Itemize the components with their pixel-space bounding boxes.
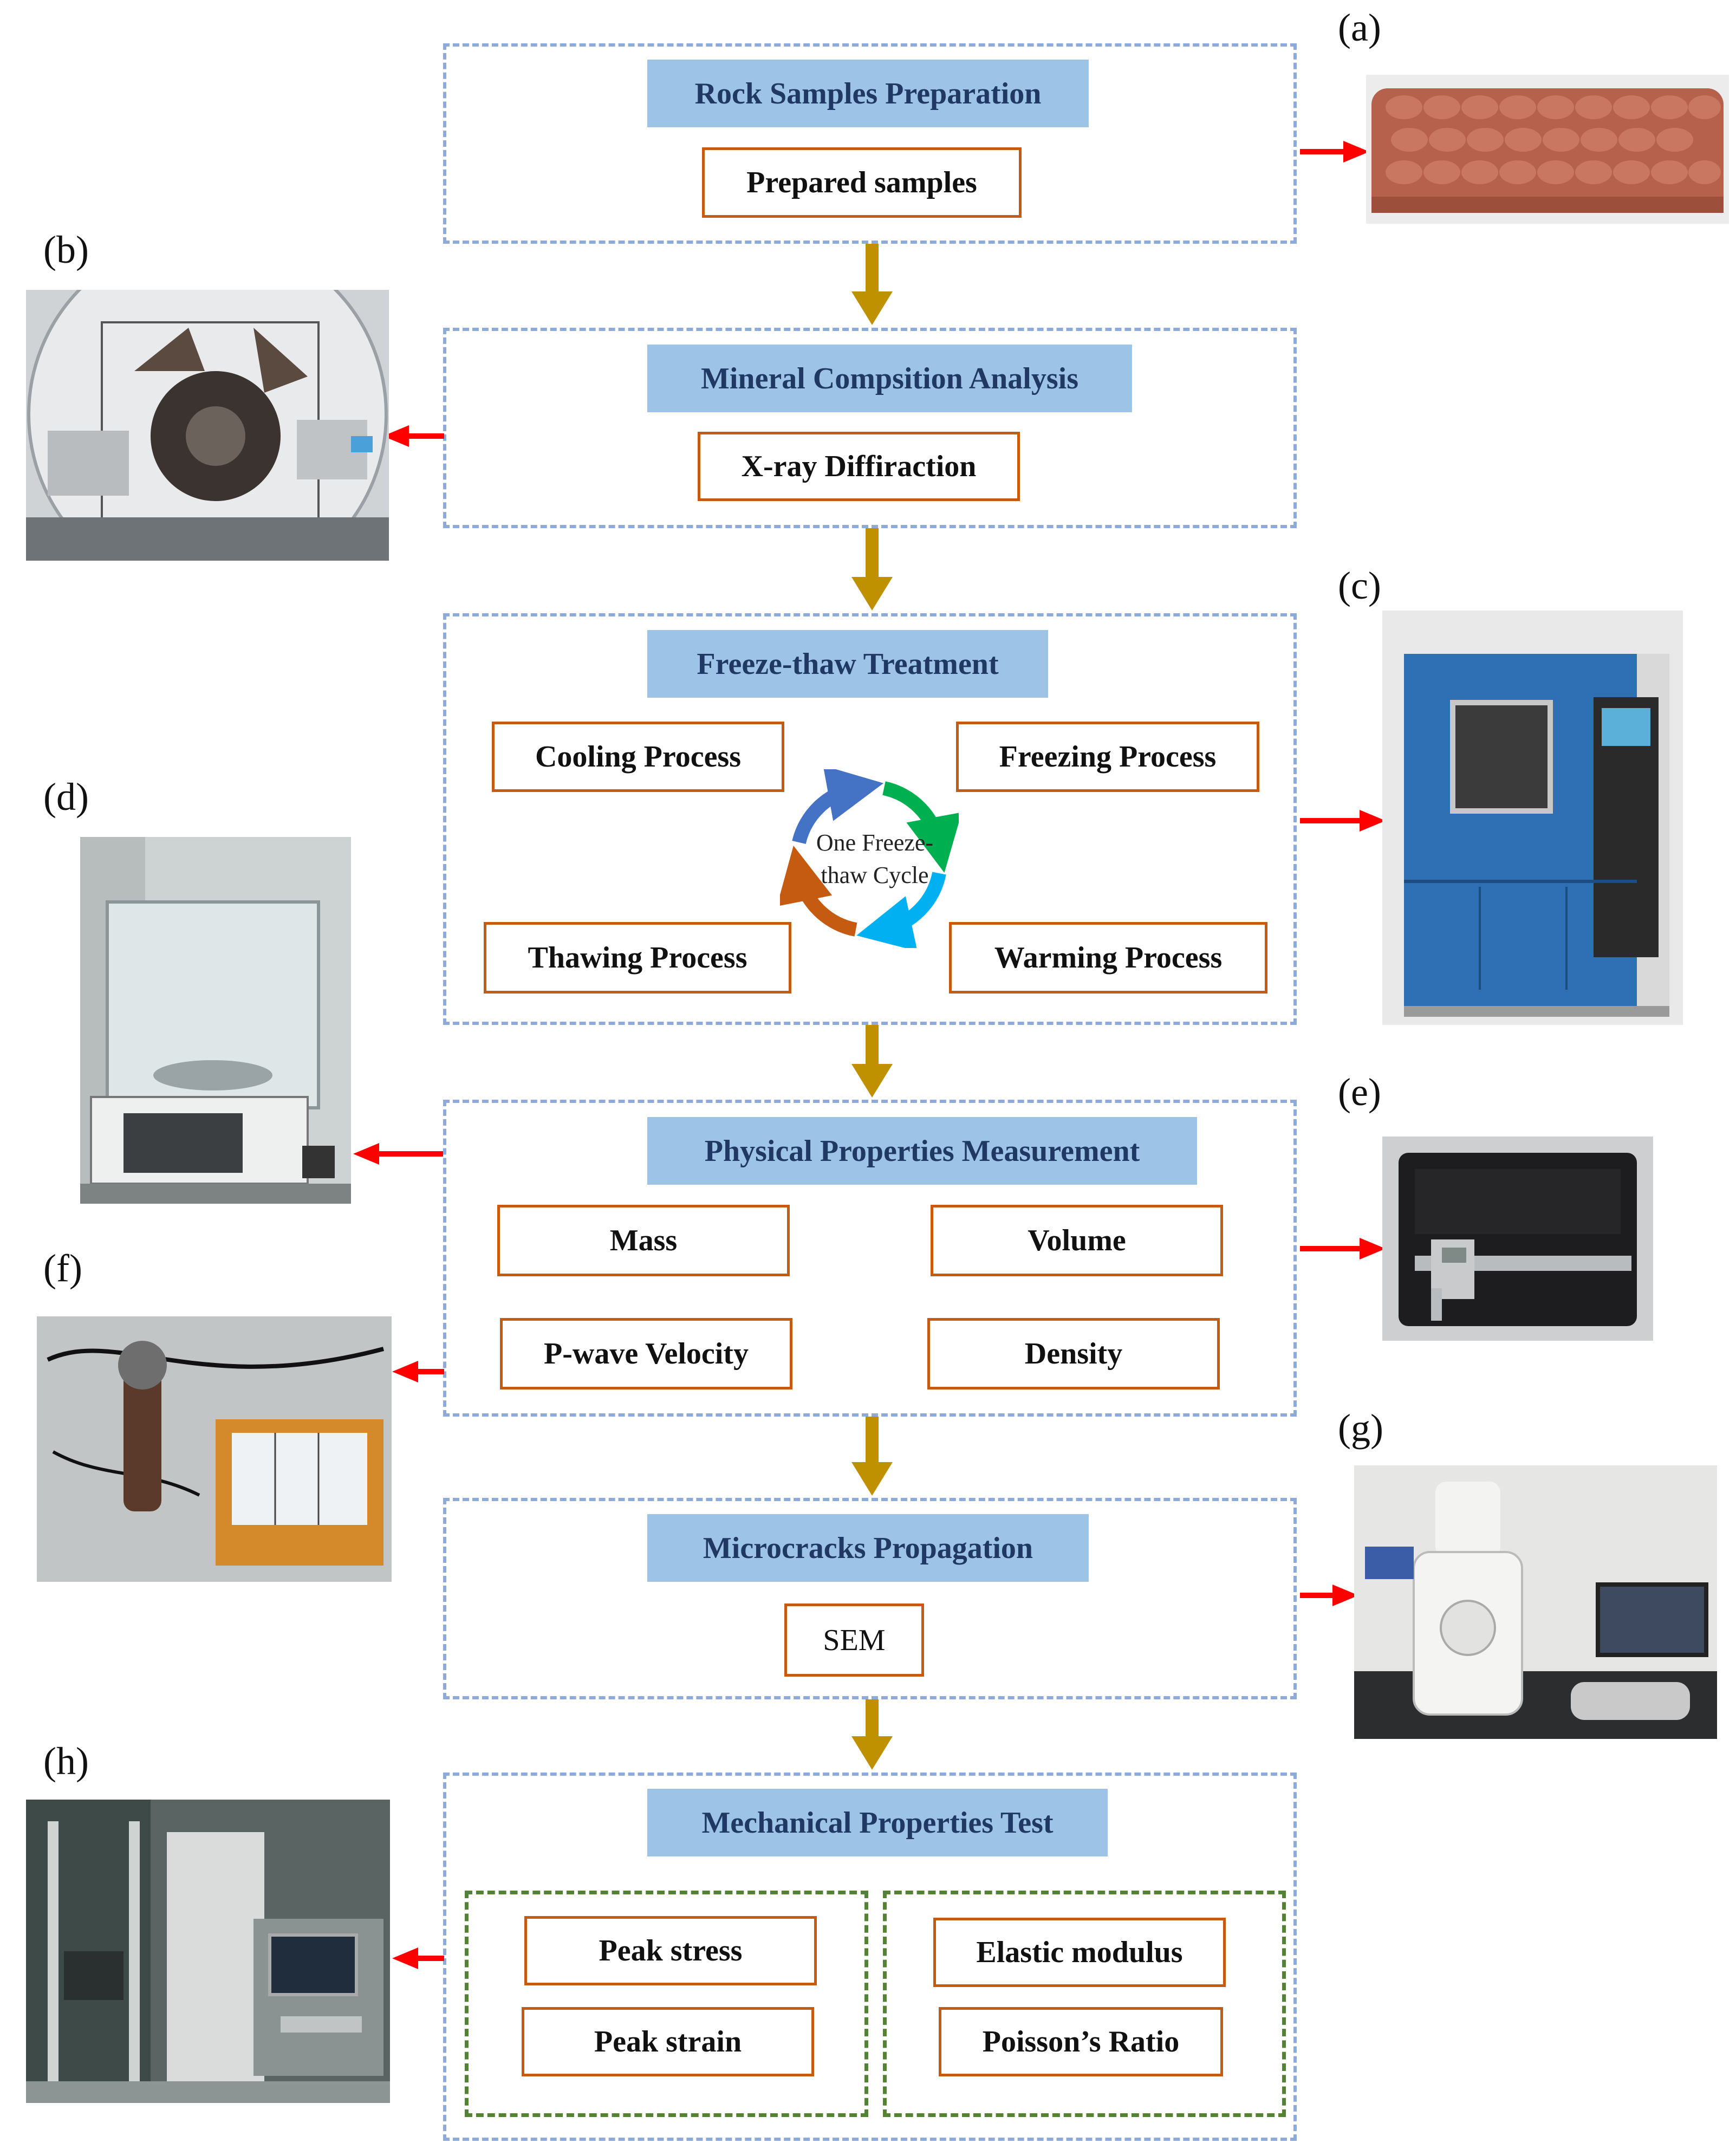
stage-microcracks-propagation	[443, 1498, 1297, 1699]
step-p-wave-velocity: P-wave Velocity	[500, 1318, 792, 1390]
pointer-arrow-right	[1300, 141, 1369, 163]
step-x-ray-diffraction: X-ray Diffiraction	[698, 432, 1020, 501]
stage-rock-samples-preparation	[443, 43, 1297, 244]
step-peak-strain: Peak strain	[522, 2007, 814, 2076]
step-warming-process: Warming Process	[949, 922, 1267, 994]
flow-arrow	[851, 528, 893, 611]
photo-freeze-thaw-chamber	[1382, 611, 1683, 1025]
panel-label-a: (a)	[1338, 6, 1381, 49]
step-prepared-samples: Prepared samples	[702, 147, 1022, 218]
pointer-arrow-left	[392, 1361, 444, 1382]
photo-electronic-balance	[80, 837, 351, 1204]
photo-rock-samples	[1366, 75, 1729, 224]
photo-sem-instrument	[1354, 1465, 1717, 1739]
stage-title: Rock Samples Preparation	[647, 60, 1089, 127]
step-cooling-process: Cooling Process	[492, 722, 784, 792]
flow-arrow	[851, 1699, 893, 1770]
step-sem: SEM	[784, 1603, 924, 1677]
pointer-arrow-right	[1300, 1585, 1358, 1606]
stage-title: Mineral Compsition Analysis	[647, 345, 1132, 412]
panel-label-e: (e)	[1338, 1070, 1381, 1114]
panel-label-g: (g)	[1338, 1406, 1383, 1450]
step-peak-stress: Peak stress	[524, 1916, 817, 1985]
panel-label-h: (h)	[43, 1739, 89, 1783]
pointer-arrow-right	[1300, 1238, 1386, 1259]
panel-label-b: (b)	[43, 228, 89, 271]
photo-testing-machine	[26, 1800, 390, 2103]
panel-label-f: (f)	[43, 1246, 82, 1290]
stage-mechanical-properties-test	[443, 1773, 1297, 2141]
freeze-thaw-cycle-icon	[780, 769, 959, 948]
panel-label-d: (d)	[43, 775, 89, 819]
panel-label-c: (c)	[1338, 564, 1381, 607]
stage-title: Physical Properties Measurement	[647, 1117, 1197, 1185]
photo-p-wave-tester	[37, 1316, 392, 1582]
flow-arrow	[851, 1025, 893, 1098]
flow-arrow	[851, 1417, 893, 1496]
cycle-label: thaw Cycle	[821, 862, 929, 888]
stage-title: Freeze-thaw Treatment	[647, 630, 1048, 698]
stage-title: Microcracks Propagation	[647, 1514, 1089, 1582]
deformation-group	[883, 1891, 1286, 2117]
step-density: Density	[927, 1318, 1220, 1390]
pointer-arrow-right	[1300, 810, 1386, 832]
pointer-arrow-left	[383, 425, 444, 447]
stage-title: Mechanical Properties Test	[647, 1789, 1108, 1856]
stage-physical-properties-measurement	[443, 1100, 1297, 1417]
stage-mineral-composition-analysis	[443, 328, 1297, 528]
step-poissons-ratio: Poisson’s Ratio	[939, 2007, 1223, 2076]
photo-vernier-caliper	[1382, 1137, 1653, 1341]
pointer-arrow-left	[392, 1947, 444, 1969]
step-volume: Volume	[931, 1205, 1223, 1276]
cycle-label: One Freeze-	[816, 829, 934, 856]
flow-arrow	[851, 244, 893, 325]
strength-group	[465, 1891, 868, 2117]
stage-freeze-thaw-treatment	[443, 613, 1297, 1025]
step-freezing-process: Freezing Process	[956, 722, 1259, 792]
step-elastic-modulus: Elastic modulus	[933, 1918, 1226, 1987]
step-thawing-process: Thawing Process	[484, 922, 791, 994]
step-mass: Mass	[497, 1205, 790, 1276]
pointer-arrow-left	[353, 1143, 443, 1165]
photo-xrd-instrument	[26, 290, 389, 561]
